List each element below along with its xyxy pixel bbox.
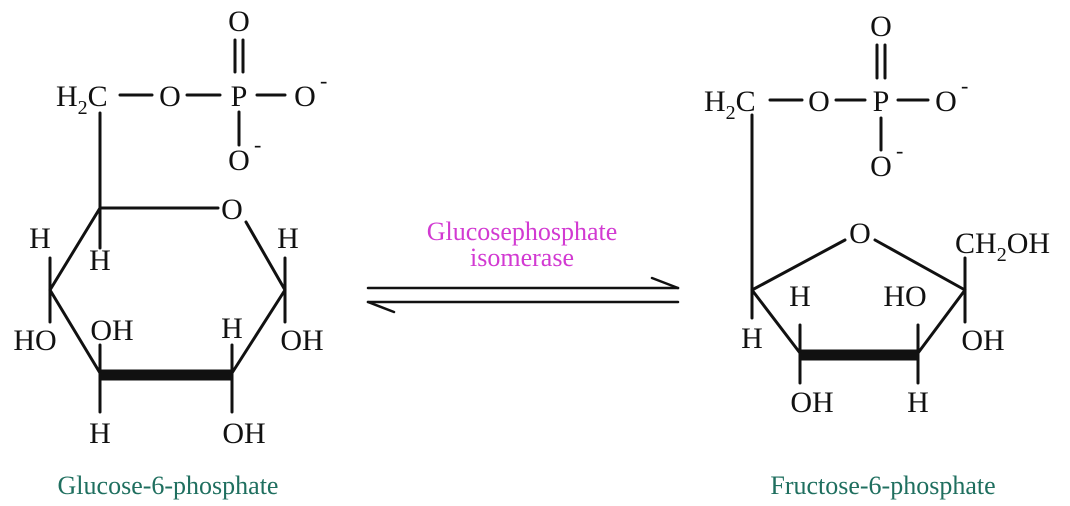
label-h-c3: H <box>907 386 929 419</box>
forward-arrow-head <box>650 276 680 290</box>
bond-c4-c3 <box>48 288 102 375</box>
label-h-c5: H <box>741 322 763 355</box>
label-ch2: H2C <box>56 80 108 119</box>
label-oh-c3: OH <box>90 314 133 347</box>
label-p: P <box>873 85 890 118</box>
label-o-bottom: O <box>228 144 250 177</box>
label-ring-o: O <box>221 193 243 226</box>
bond-ring-o-c2 <box>873 238 967 292</box>
label-p: P <box>231 80 248 113</box>
label-o-right: O <box>294 80 316 113</box>
label-o-bottom-charge: - <box>896 138 903 163</box>
label-o-link: O <box>808 85 830 118</box>
label-ch2oh: CH2OH <box>955 227 1050 266</box>
label-ch2: H2C <box>704 85 756 124</box>
label-o-link: O <box>159 80 181 113</box>
bond-ring-o-c1 <box>244 220 287 292</box>
label-o-bottom: O <box>870 150 892 183</box>
bond-c1-c2 <box>230 288 287 375</box>
bond-c5-ring-o <box>750 238 847 292</box>
label-oh-c2: OH <box>222 417 265 450</box>
reverse-arrow-head <box>366 300 396 314</box>
label-o-right: O <box>935 85 957 118</box>
label-h-c1: H <box>277 222 299 255</box>
label-h-c4: H <box>29 222 51 255</box>
bond-c5-c4 <box>48 206 102 292</box>
label-o-top: O <box>228 5 250 38</box>
bond-c2-c3 <box>916 288 967 355</box>
fructose-6-phosphate-structure: O P O O - O - H2C O CH2OH H HO H OH OH H… <box>704 10 1050 500</box>
label-ring-o: O <box>849 217 871 250</box>
label-oh-c1: OH <box>280 324 323 357</box>
bond-c5-c4 <box>750 288 802 355</box>
enzyme-label-line2: isomerase <box>470 243 574 272</box>
equilibrium-arrows: Glucosephosphate isomerase <box>366 217 680 314</box>
label-oh-c2: OH <box>961 324 1004 357</box>
label-ho-c4: HO <box>13 324 56 357</box>
fructose-6-phosphate-caption: Fructose-6-phosphate <box>770 471 995 500</box>
label-ho-c3: HO <box>883 280 926 313</box>
glucose-6-phosphate-caption: Glucose-6-phosphate <box>58 471 279 500</box>
label-h-c3: H <box>89 417 111 450</box>
label-h-c5: H <box>89 244 111 277</box>
label-h-c4: H <box>789 280 811 313</box>
label-h-c2: H <box>221 312 243 345</box>
enzyme-label-line1: Glucosephosphate <box>427 217 618 246</box>
label-o-right-charge: - <box>961 73 968 98</box>
label-o-bottom-charge: - <box>254 132 261 157</box>
label-o-right-charge: - <box>320 68 327 93</box>
label-o-top: O <box>870 10 892 43</box>
label-oh-c4: OH <box>790 386 833 419</box>
glucose-6-phosphate-structure: O P O O - O - H2C O H H H HO OH H OH H O… <box>13 5 327 500</box>
